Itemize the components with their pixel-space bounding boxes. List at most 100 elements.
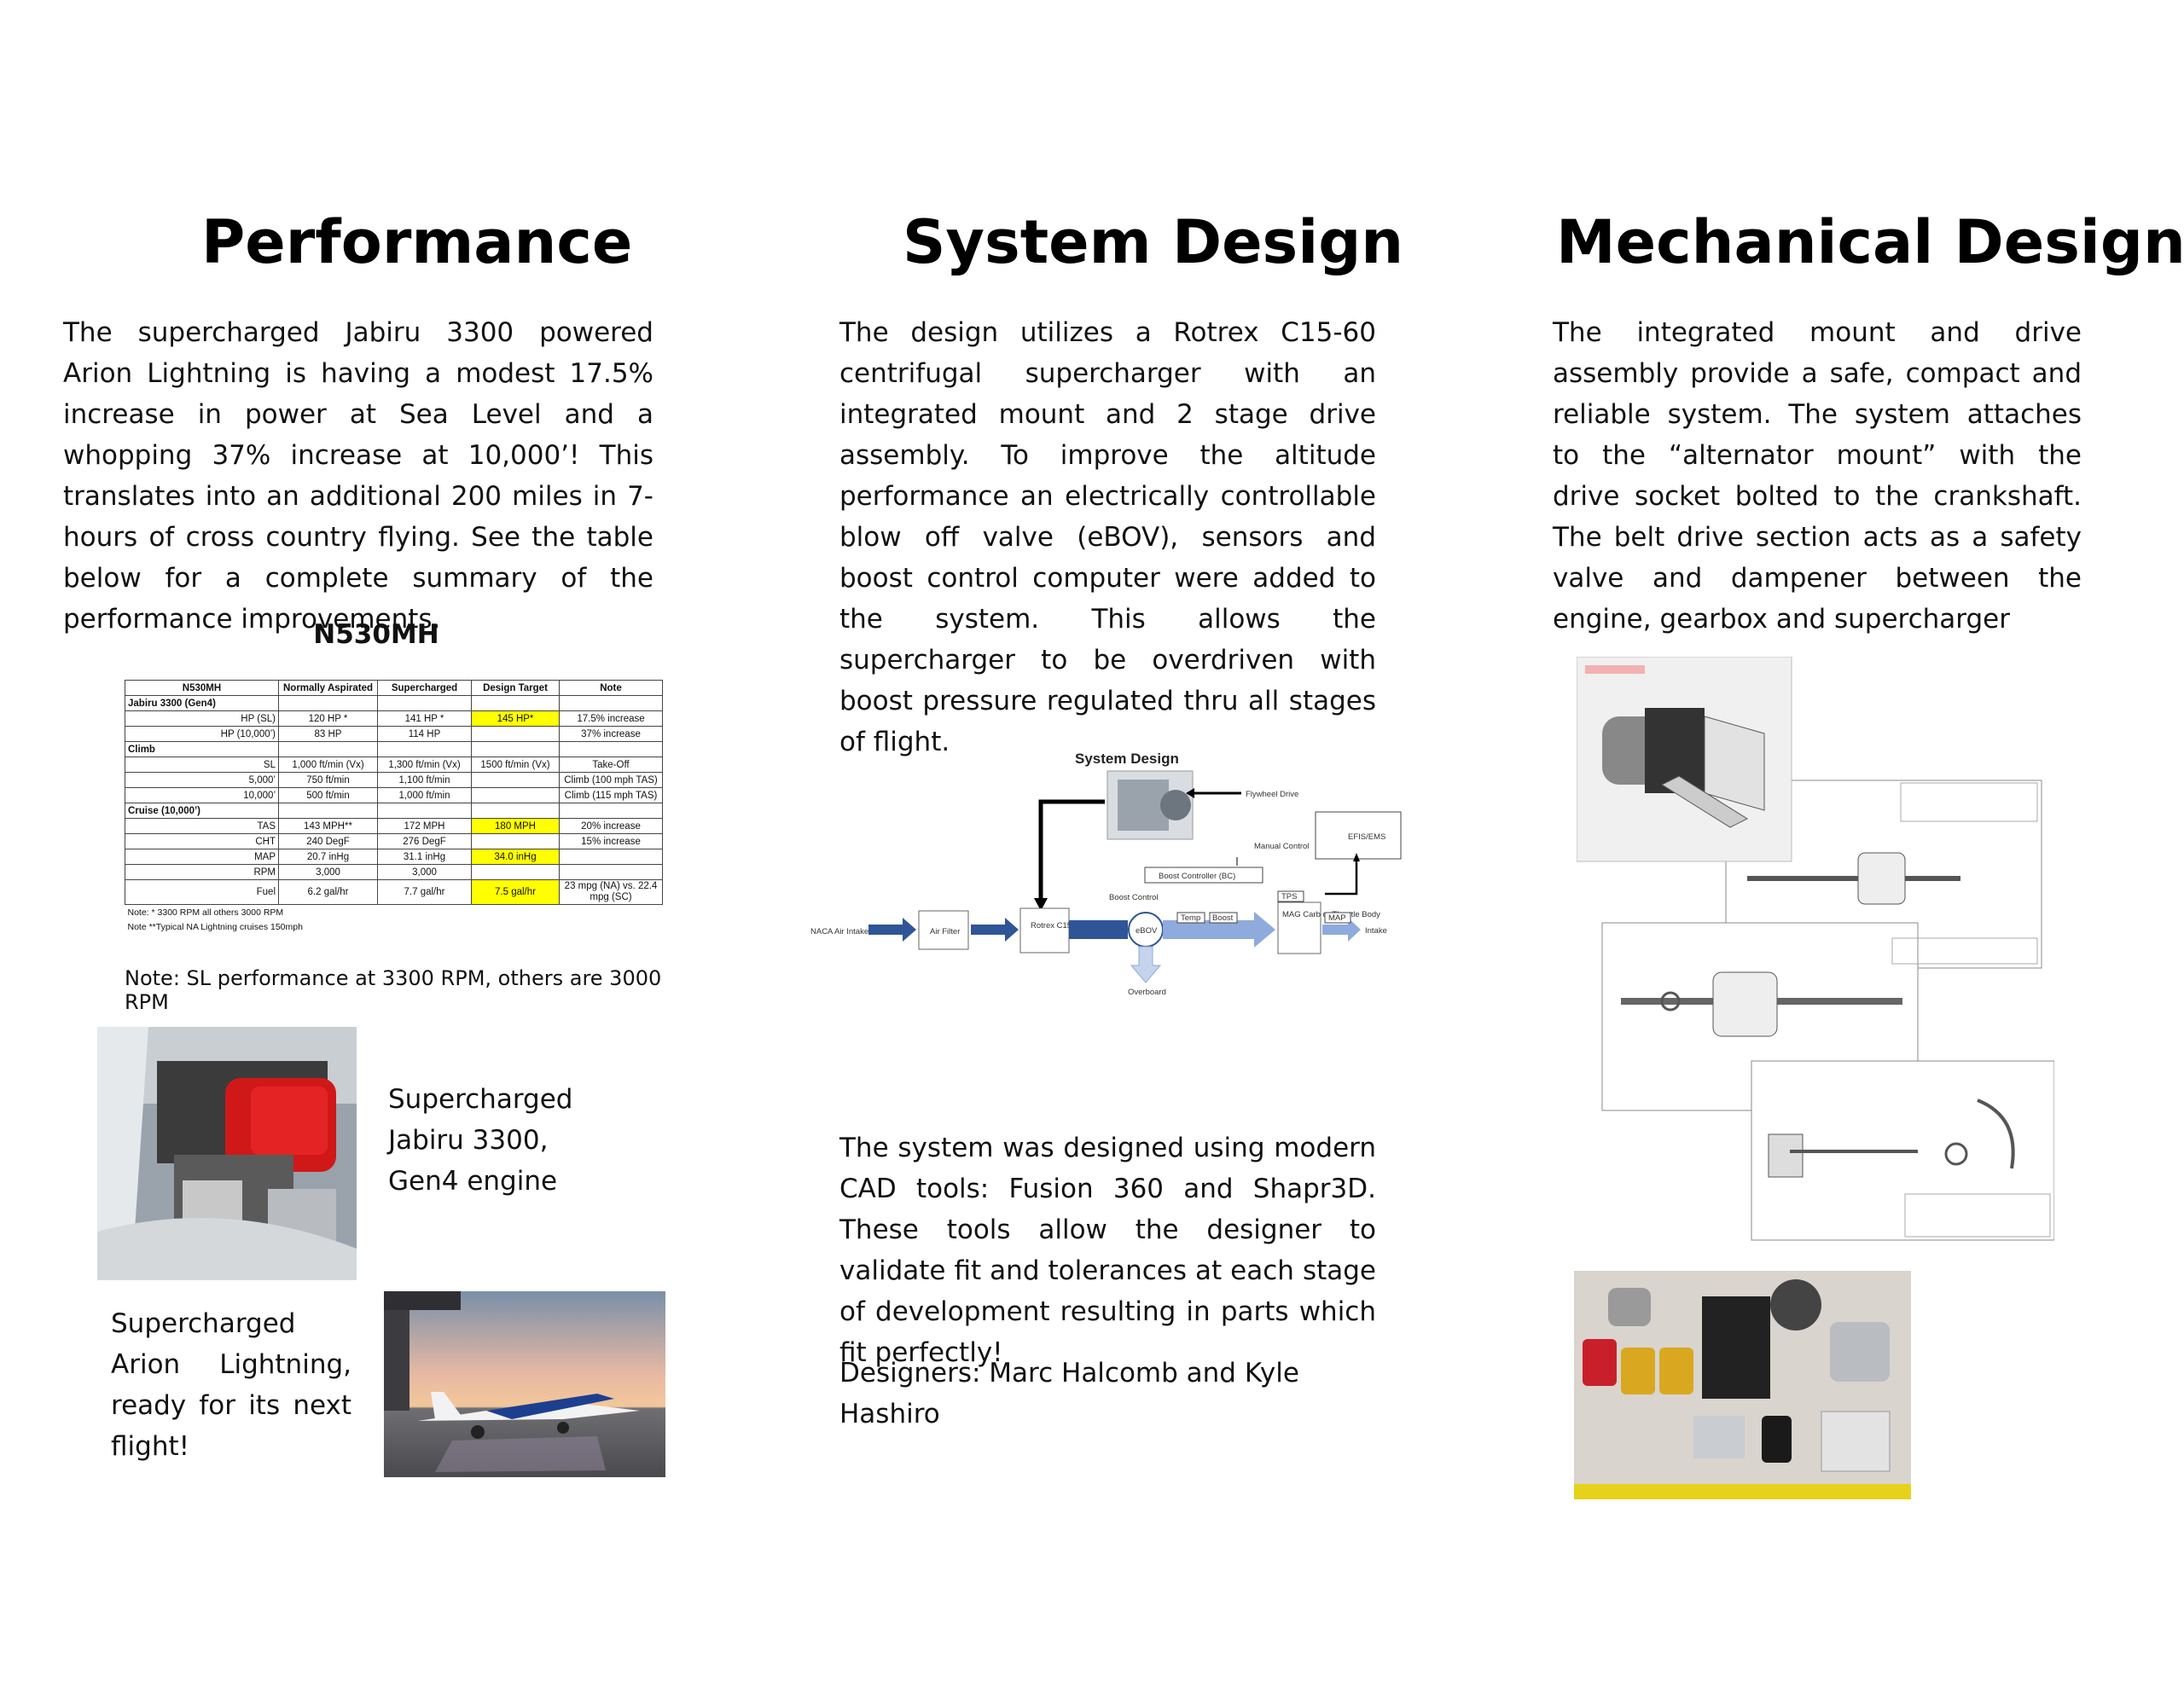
table-cell: 20% increase	[559, 818, 663, 834]
table-cell	[377, 803, 472, 819]
table-cell: 31.1 inHg	[377, 849, 472, 865]
table-footnote-row: Note: * 3300 RPM all others 3000 RPM	[125, 905, 663, 920]
performance-table: N530MH Normally Aspirated Supercharged D…	[125, 680, 663, 934]
table-cell: CHT	[125, 833, 279, 849]
table-cell: 1,000 ft/min (Vx)	[278, 757, 378, 773]
table-cell: 6.2 gal/hr	[278, 879, 378, 905]
table-cell: TAS	[125, 818, 279, 834]
table-section-row: Climb	[125, 741, 663, 757]
system-heading: System Design	[903, 207, 1404, 277]
table-cell	[559, 695, 663, 711]
table-cell	[471, 864, 560, 880]
table-cell: Climb (115 mph TAS)	[559, 787, 663, 803]
table-cell: 1,300 ft/min (Vx)	[377, 757, 472, 773]
table-cell: 141 HP *	[377, 710, 472, 727]
overboard-arrow	[1130, 946, 1162, 983]
table-cell: 276 DegF	[377, 833, 472, 849]
table-cell: 5,000’	[125, 772, 279, 788]
efis-label: EFIS/EMS	[1348, 832, 1385, 842]
table-cell: 240 DegF	[278, 833, 378, 849]
table-cell: RPM	[125, 864, 279, 880]
table-cell: 1500 ft/min (Vx)	[471, 757, 560, 773]
table-cell: 17.5% increase	[559, 710, 663, 727]
mechanical-paragraph: The integrated mount and drive assembly …	[1553, 317, 2082, 635]
table-cell	[559, 741, 663, 757]
table-cell: 114 HP	[377, 726, 472, 742]
rotrex-box	[1019, 907, 1070, 954]
system-paragraph-2: The system was designed using modern CAD…	[839, 1133, 1376, 1368]
table-cell	[278, 741, 378, 757]
overboard-label: Overboard	[1128, 988, 1166, 997]
table-section-row: Jabiru 3300 (Gen4)	[125, 695, 663, 711]
table-cell: 180 MPH	[471, 818, 560, 834]
table-title: N530MH	[313, 619, 439, 650]
boost-label: Boost	[1212, 913, 1234, 923]
table-cell: 34.0 inHg	[471, 849, 560, 865]
table-cell: 750 ft/min	[278, 772, 378, 788]
table-cell	[559, 803, 663, 819]
table-cell	[559, 849, 663, 865]
table-section-row: Cruise (10,000’)	[125, 803, 663, 819]
efis-box	[1315, 811, 1402, 860]
intake-label: Intake	[1365, 926, 1387, 936]
boost-controller-box	[1144, 867, 1263, 884]
diagram-title: System Design	[1075, 751, 1179, 767]
flow-arrow-1	[868, 918, 916, 942]
table-cell: 10,000’	[125, 787, 279, 803]
table-cell	[377, 695, 472, 711]
plane-caption: Supercharged Arion Lightning, ready for …	[111, 1308, 351, 1462]
table-cell	[471, 833, 560, 849]
table-footnote-row: Note **Typical NA Lightning cruises 150m…	[125, 919, 663, 934]
flow-arrow-5	[1322, 918, 1361, 942]
table-cell: 7.7 gal/hr	[377, 879, 472, 905]
table-footnote: Note **Typical NA Lightning cruises 150m…	[127, 921, 303, 932]
table-cell: 23 mpg (NA) vs. 22.4 mpg (SC)	[559, 879, 663, 905]
flow-arrow-3	[1069, 920, 1128, 939]
parts-photo	[1574, 1271, 1911, 1499]
carb-box	[1277, 901, 1321, 954]
air-filter-label: Air Filter	[930, 927, 960, 936]
table-cell: 172 MPH	[377, 818, 472, 834]
ebov-label: eBOV	[1136, 926, 1158, 936]
table-cell: 143 MPH**	[278, 818, 378, 834]
naca-label: NACA Air Intake	[810, 927, 868, 936]
table-cell: 83 HP	[278, 726, 378, 742]
table-cell: 37% increase	[559, 726, 663, 742]
engine-caption: Supercharged Jabiru 3300, Gen4 engine	[388, 1084, 573, 1197]
feedback-arrow	[1038, 799, 1105, 900]
table-footnote: Note: * 3300 RPM all others 3000 RPM	[127, 907, 284, 918]
table-header: Normally Aspirated	[278, 680, 378, 696]
performance-heading: Performance	[201, 207, 633, 277]
designers-line: Designers: Marc Halcomb and Kyle Hashiro	[839, 1358, 1299, 1429]
table-cell	[471, 803, 560, 819]
boost-controller-label: Boost Controller (BC)	[1159, 872, 1235, 881]
flywheel-label: Flywheel Drive	[1246, 790, 1298, 799]
table-section-title: Cruise (10,000’)	[125, 803, 279, 819]
table-cell	[377, 741, 472, 757]
table-cell: HP (10,000’)	[125, 726, 279, 742]
engine-photo	[97, 1027, 357, 1280]
table-note: Note: SL performance at 3300 RPM, others…	[125, 966, 662, 1014]
table-section-title: Climb	[125, 741, 279, 757]
table-cell: 15% increase	[559, 833, 663, 849]
map-label: MAP	[1328, 913, 1346, 923]
table-header: Note	[559, 680, 663, 696]
table-cell: 7.5 gal/hr	[471, 879, 560, 905]
tps-label: TPS	[1281, 892, 1297, 901]
table-cell: 3,000	[377, 864, 472, 880]
air-filter-box	[918, 910, 969, 950]
table-header: N530MH	[125, 680, 279, 696]
table-cell: 1,000 ft/min	[377, 787, 472, 803]
table-cell	[471, 726, 560, 742]
table-header: Supercharged	[377, 680, 472, 696]
boost-control-label: Boost Control	[1109, 893, 1159, 902]
table-cell: HP (SL)	[125, 710, 279, 727]
performance-paragraph: The supercharged Jabiru 3300 powered Ari…	[63, 317, 653, 635]
table-cell: 120 HP *	[278, 710, 378, 727]
